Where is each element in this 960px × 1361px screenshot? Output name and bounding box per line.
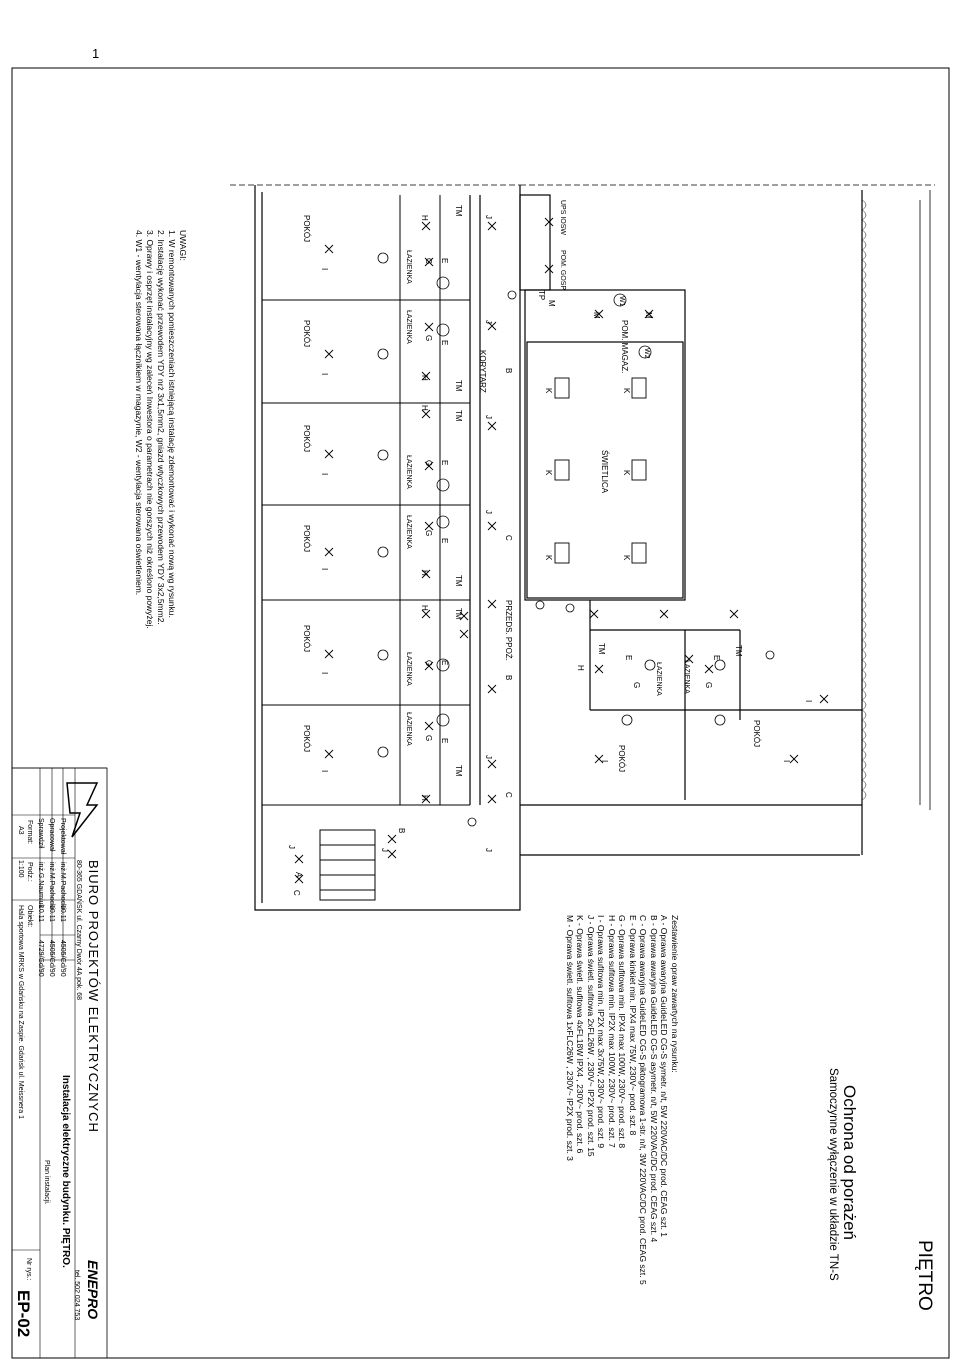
building-walls [230, 184, 935, 911]
switches-sockets [377, 252, 775, 827]
drawing-frame [11, 67, 950, 1359]
fixtures-k [554, 377, 647, 564]
page-number: 1 [92, 46, 100, 61]
fixture-crosses [294, 217, 829, 884]
room-partitions [262, 195, 470, 901]
window-strip [861, 199, 867, 801]
enepro-logo [66, 782, 99, 838]
